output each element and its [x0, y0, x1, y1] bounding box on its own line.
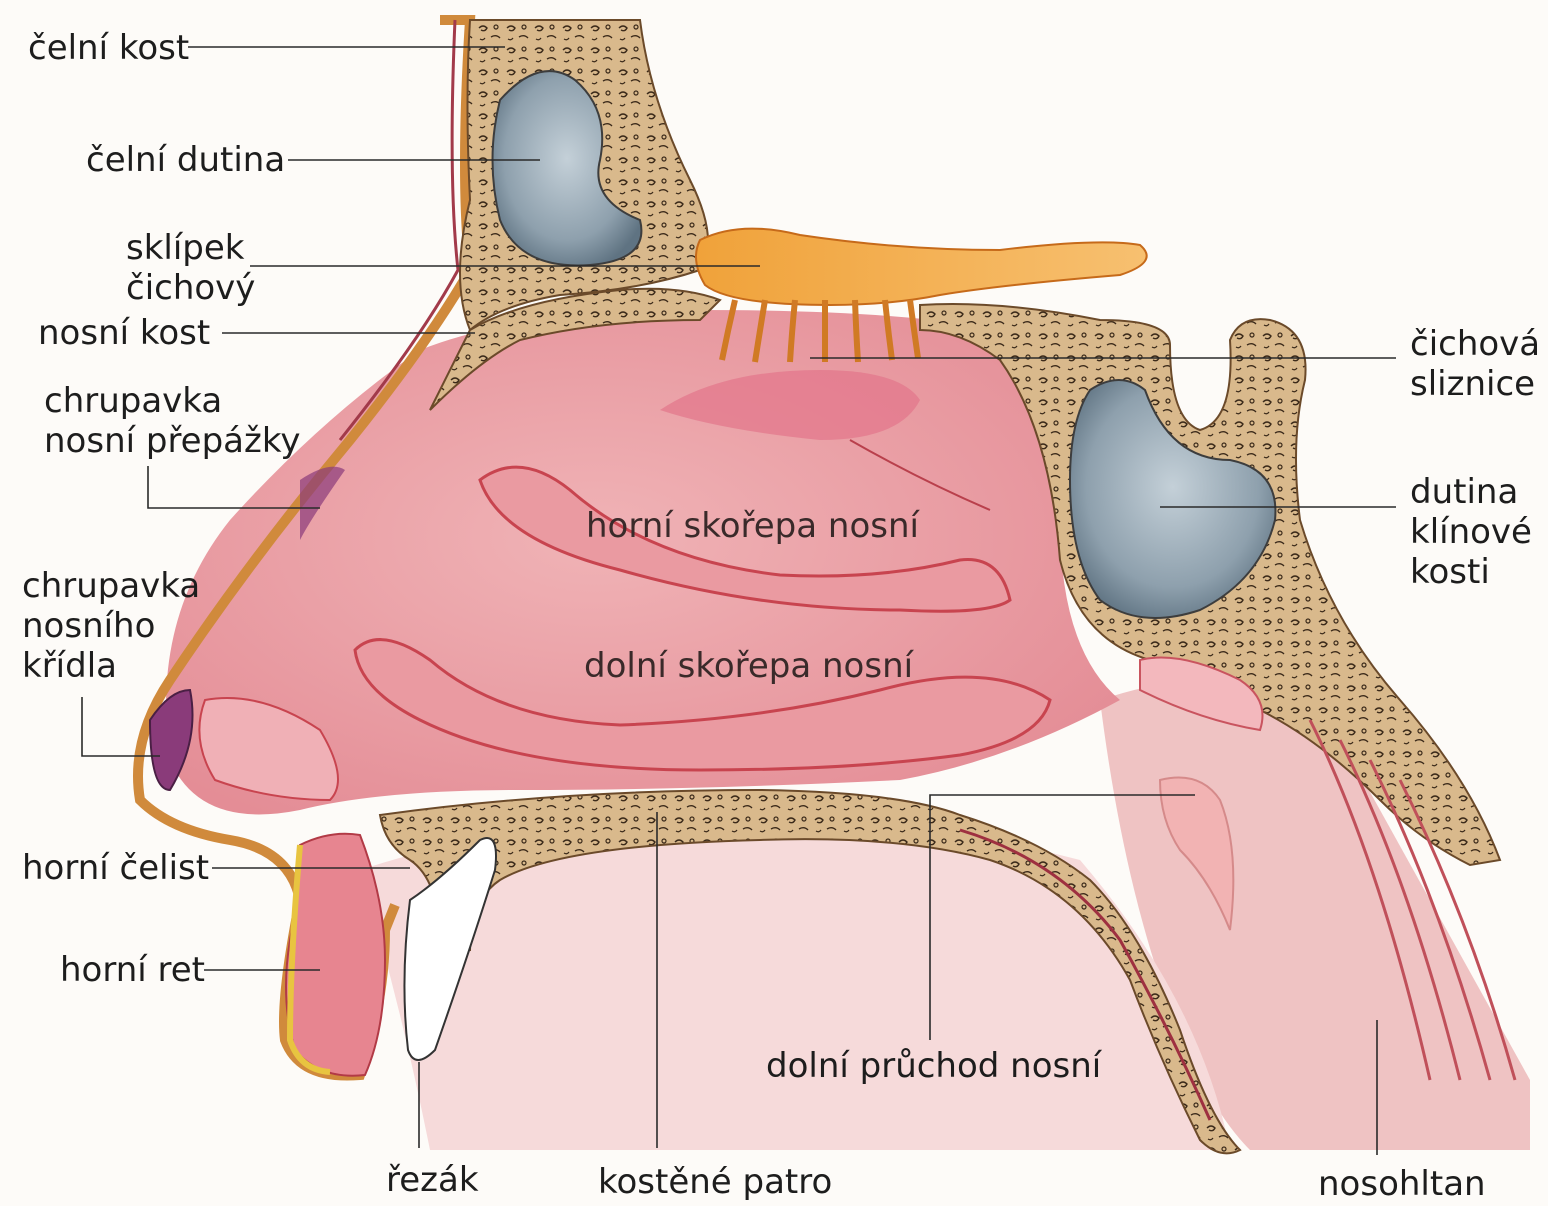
label-alar-cartilage-line3: křídla: [22, 646, 200, 686]
label-inferior-concha: dolní skořepa nosní: [584, 646, 913, 686]
label-sphenoid-sinus-line3: kosti: [1410, 552, 1532, 592]
label-upper-lip: horní ret: [60, 950, 205, 990]
label-frontal-bone: čelní kost: [28, 28, 189, 68]
label-olfactory-mucosa: čichová sliznice: [1410, 324, 1540, 404]
label-incisor: řezák: [386, 1160, 479, 1200]
label-superior-concha: horní skořepa nosní: [586, 506, 919, 546]
label-septal-cartilage: chrupavka nosní přepážky: [44, 381, 300, 461]
label-olfactory-bulb-line1: sklípek: [126, 228, 255, 268]
label-nasopharynx: nosohltan: [1318, 1164, 1486, 1204]
label-hard-palate: kostěné patro: [598, 1162, 832, 1202]
label-olfactory-mucosa-line1: čichová: [1410, 324, 1540, 364]
label-frontal-sinus: čelní dutina: [86, 140, 285, 180]
label-olfactory-bulb-line2: čichový: [126, 268, 255, 308]
label-maxilla: horní čelist: [22, 848, 209, 888]
label-olfactory-bulb: sklípek čichový: [126, 228, 255, 308]
label-alar-cartilage: chrupavka nosního křídla: [22, 566, 200, 686]
label-sphenoid-sinus-line2: klínové: [1410, 512, 1532, 552]
label-sphenoid-sinus-line1: dutina: [1410, 472, 1532, 512]
label-nasal-bone: nosní kost: [38, 313, 210, 353]
label-septal-cartilage-line1: chrupavka: [44, 381, 300, 421]
olfactory-bulb-shape: [696, 229, 1147, 305]
label-olfactory-mucosa-line2: sliznice: [1410, 364, 1540, 404]
label-septal-cartilage-line2: nosní přepážky: [44, 421, 300, 461]
label-alar-cartilage-line1: chrupavka: [22, 566, 200, 606]
label-inferior-meatus: dolní průchod nosní: [766, 1046, 1101, 1086]
label-sphenoid-sinus: dutina klínové kosti: [1410, 472, 1532, 592]
label-alar-cartilage-line2: nosního: [22, 606, 200, 646]
